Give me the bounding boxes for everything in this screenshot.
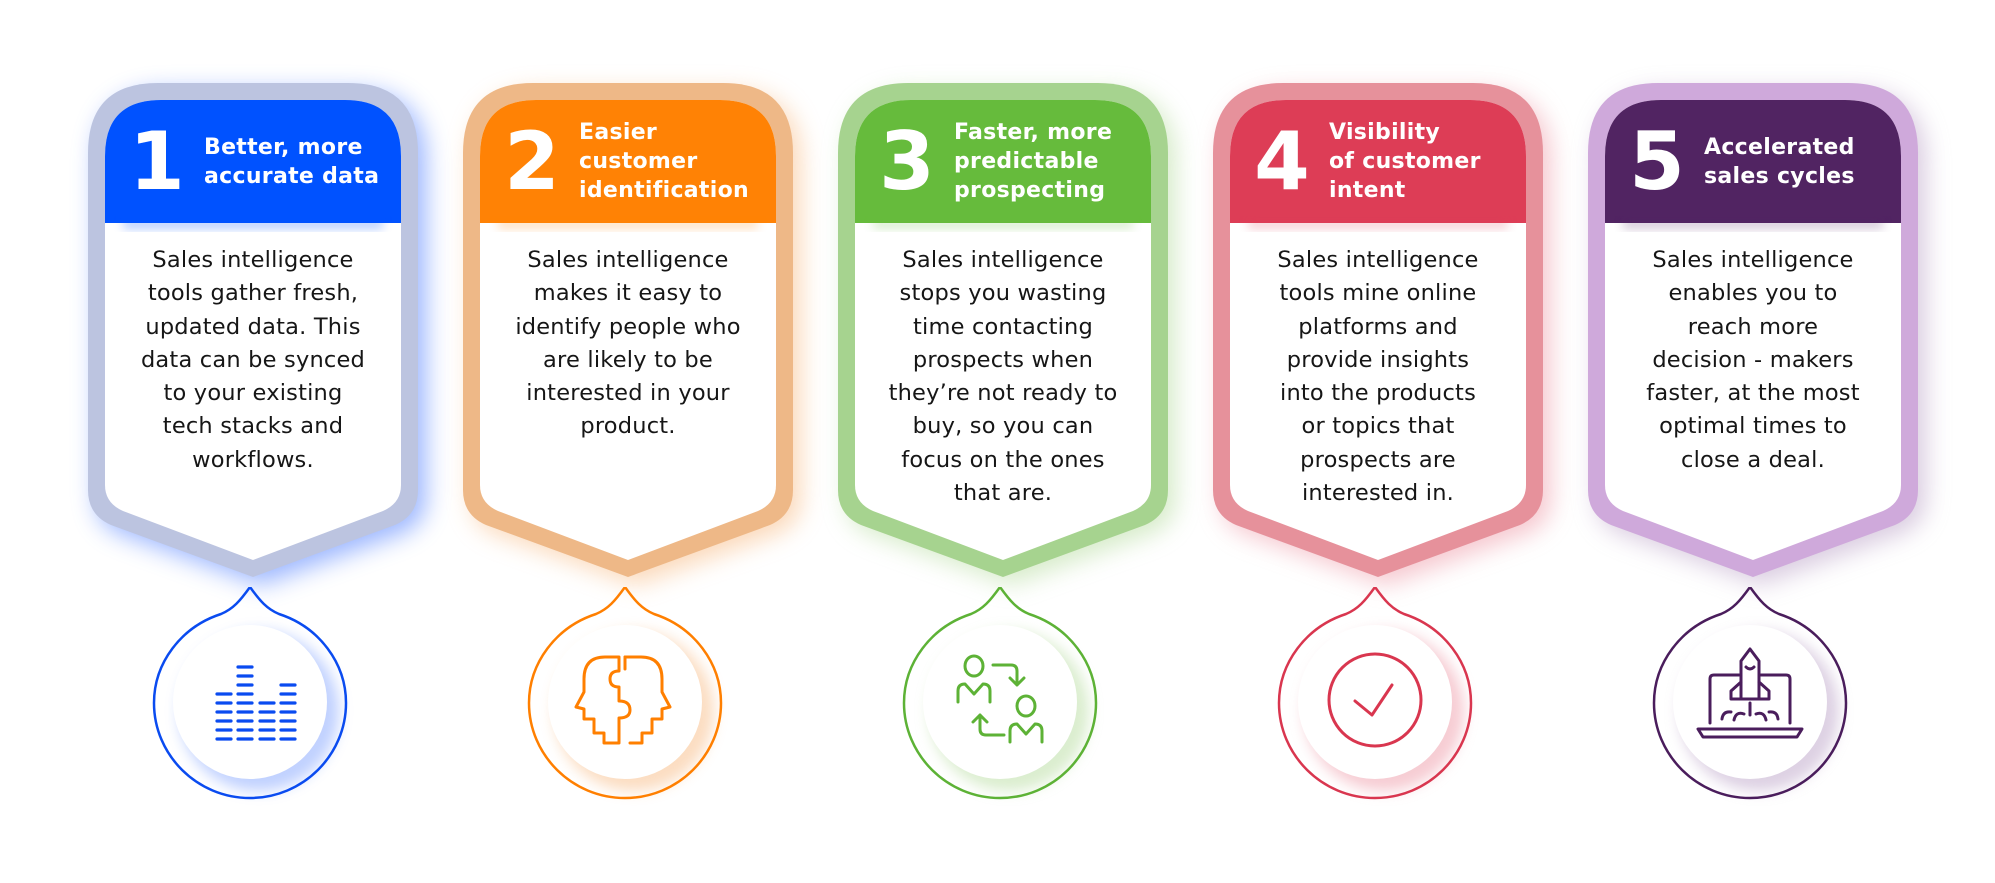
card-1-better-data: 1 Better, more accurate data Sales intel… — [63, 60, 443, 840]
card-5-icon-badge — [1652, 587, 1848, 800]
card-4-frame — [1213, 83, 1551, 585]
card-5-number: 5 — [1629, 114, 1685, 208]
check-circle-icon — [1327, 652, 1423, 748]
card-1-header: 1 Better, more accurate data — [108, 100, 398, 223]
card-4-header: 4 Visibility of customer intent — [1233, 100, 1523, 223]
equalizer-bars-icon — [215, 665, 297, 741]
card-1-icon-badge — [152, 587, 348, 800]
rocket-laptop-icon — [1696, 647, 1804, 739]
card-2-customer-identification: 2 Easier customer identification Sales i… — [438, 60, 818, 840]
card-3-predictable-prospecting: 3 Faster, more predictable prospecting S… — [813, 60, 1193, 840]
puzzle-heads-icon — [574, 655, 672, 745]
card-3-number: 3 — [879, 114, 935, 208]
card-2-header: 2 Easier customer identification — [483, 100, 773, 223]
card-2-icon-badge — [527, 587, 723, 800]
card-2-number: 2 — [504, 114, 560, 208]
card-1-number: 1 — [129, 114, 185, 208]
card-4-description: Sales intelligence tools mine online pla… — [1277, 247, 1479, 507]
card-4-title: Visibility of customer intent — [1329, 120, 1481, 203]
card-3-icon-badge — [902, 587, 1098, 800]
card-5-frame — [1588, 83, 1926, 585]
card-2-description: Sales intelligence makes it easy to iden… — [515, 247, 741, 440]
card-3-header: 3 Faster, more predictable prospecting — [858, 100, 1148, 223]
card-3-title: Faster, more predictable prospecting — [954, 120, 1113, 203]
card-1-description: Sales intelligence tools gather fresh, u… — [140, 247, 366, 473]
card-4-number: 4 — [1254, 114, 1310, 208]
card-3-description: Sales intelligence stops you wasting tim… — [888, 247, 1118, 507]
card-4-icon-badge — [1277, 587, 1473, 800]
card-3-frame — [838, 83, 1176, 585]
card-4-customer-intent: 4 Visibility of customer intent Sales in… — [1188, 60, 1568, 840]
card-2-title: Easier customer identification — [579, 120, 749, 203]
card-1-frame — [88, 83, 426, 585]
people-exchange-icon — [956, 654, 1044, 744]
card-1-title: Better, more accurate data — [204, 134, 380, 189]
card-5-accelerated-sales: 5 Accelerated sales cycles Sales intelli… — [1563, 60, 1943, 840]
card-2-frame — [463, 83, 801, 585]
card-5-description: Sales intelligence enables you to reach … — [1646, 247, 1860, 473]
card-5-title: Accelerated sales cycles — [1704, 134, 1855, 189]
card-5-header: 5 Accelerated sales cycles — [1608, 100, 1898, 223]
